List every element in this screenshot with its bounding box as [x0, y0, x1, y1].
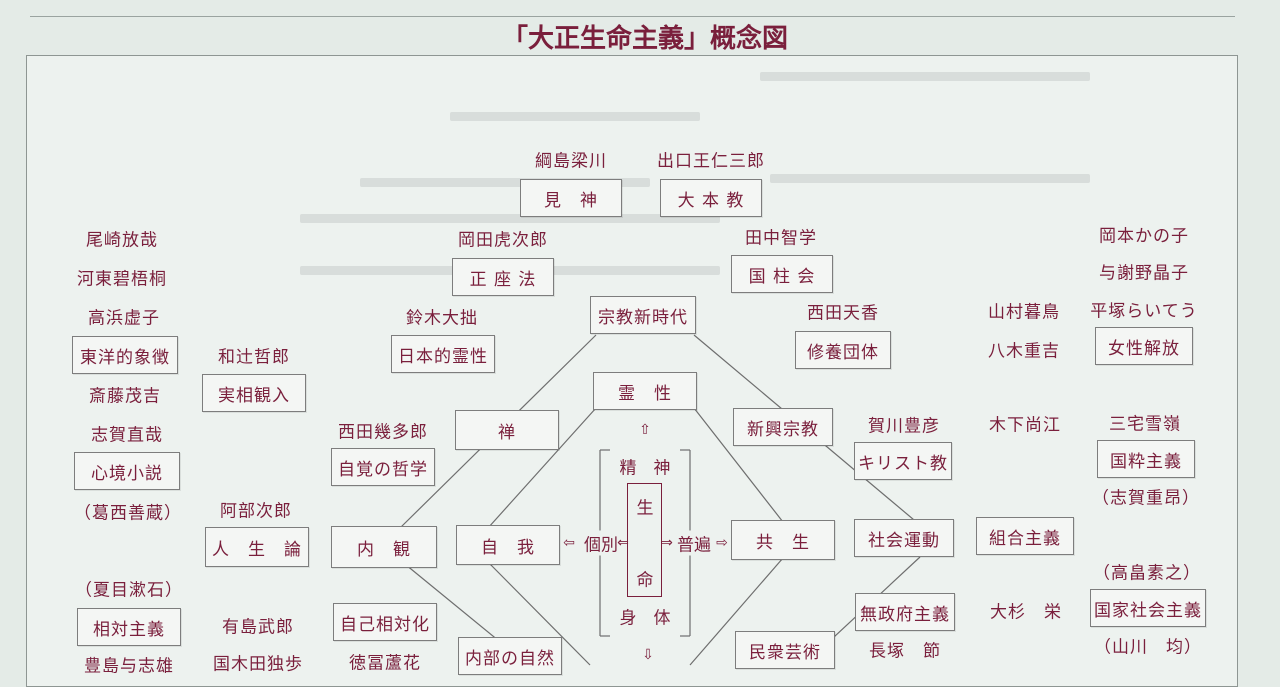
person-tokutomi: 徳冨蘆花 — [349, 653, 421, 674]
center-kobetsu: 個別 — [584, 530, 618, 556]
arrow-left-hollow-icon: ⇦ — [563, 535, 575, 551]
person-nagatsuka: 長塚 節 — [869, 641, 941, 662]
node-shoza: 正 座 法 — [452, 258, 554, 296]
node-jiga: 自 我 — [456, 525, 560, 565]
node-nihonteki-reisei: 日本的霊性 — [391, 335, 495, 373]
node-josei: 女性解放 — [1095, 327, 1193, 365]
node-zen: 禅 — [455, 410, 559, 450]
node-naikan: 内 観 — [331, 526, 437, 568]
arrow-left-icon: ⇐ — [617, 535, 629, 551]
node-jikaku: 自覚の哲学 — [331, 448, 435, 486]
arrow-right-icon: ⇒ — [661, 535, 673, 551]
person-natsume: （夏目漱石） — [75, 580, 183, 601]
person-abe: 阿部次郎 — [220, 501, 292, 522]
person-yamamura: 山村暮鳥 — [988, 302, 1060, 323]
arrow-right-hollow-icon: ⇨ — [716, 535, 728, 551]
center-sei: 生 — [636, 498, 654, 519]
arrow-down-icon: ⇩ — [642, 647, 654, 663]
node-museifu: 無政府主義 — [855, 593, 955, 631]
bleed-through-line — [450, 112, 700, 121]
node-jiko-sotaika: 自己相対化 — [333, 603, 437, 641]
diagram-frame — [26, 55, 1238, 687]
node-kenshin: 見 神 — [520, 179, 622, 217]
node-reisei: 霊 性 — [593, 372, 697, 410]
node-christ: キリスト教 — [854, 442, 952, 480]
bleed-through-line — [300, 214, 720, 223]
line-diamond-bottom-left — [399, 559, 511, 651]
node-kokka-shakai: 国家社会主義 — [1090, 589, 1206, 627]
person-miyake: 三宅雪嶺 — [1109, 414, 1181, 435]
arrow-up-icon: ⇧ — [639, 422, 651, 438]
person-kagawa: 賀川豊彦 — [868, 416, 940, 437]
person-nishida-kitaro: 西田幾多郎 — [338, 422, 428, 443]
diagram-title: 「大正生命主義」概念図 — [501, 24, 788, 54]
bleed-through-line — [360, 178, 650, 187]
person-shiga-naoya: 志賀直哉 — [91, 425, 163, 446]
person-deguchi: 出口王仁三郎 — [657, 151, 765, 172]
node-kokusui: 国粋主義 — [1097, 440, 1195, 478]
person-tanaka: 田中智学 — [745, 228, 817, 249]
node-shinkyo: 心境小説 — [74, 452, 180, 490]
node-toyoteki: 東洋的象徴 — [72, 336, 178, 374]
node-shakai-undo: 社会運動 — [854, 519, 954, 557]
person-takabatake: （高畠素之） — [1093, 563, 1201, 584]
person-yamakawa: （山川 均） — [1094, 637, 1202, 658]
person-hiratsuka: 平塚らいてう — [1090, 301, 1198, 322]
node-jisso: 実相観入 — [202, 374, 306, 412]
person-kinoshita: 木下尚江 — [989, 415, 1061, 436]
person-nishida-tenko: 西田天香 — [807, 303, 879, 324]
person-saito: 斎藤茂吉 — [89, 386, 161, 407]
person-takahama: 高浜虚子 — [88, 308, 160, 329]
person-okamoto: 岡本かの子 — [1099, 226, 1189, 247]
node-naibu-shizen: 内部の自然 — [458, 637, 562, 675]
seimei-box — [627, 483, 662, 597]
person-watsuji: 和辻哲郎 — [218, 347, 290, 368]
node-kumiai: 組合主義 — [976, 517, 1074, 555]
center-shintai: 身 体 — [619, 608, 671, 629]
bleed-through-line — [760, 72, 1090, 81]
node-minshu-geijutsu: 民衆芸術 — [735, 631, 835, 669]
line-inner-bottom-left — [487, 561, 591, 666]
top-rule — [30, 16, 1235, 17]
center-mei: 命 — [636, 570, 654, 591]
bleed-through-line — [770, 174, 1090, 183]
person-ozaki: 尾崎放哉 — [86, 230, 158, 251]
node-shukyo-shinjidai: 宗教新時代 — [590, 296, 696, 334]
center-fuhen: 普遍 — [677, 530, 711, 556]
person-shiga-shigetaka: （志賀重昂） — [1092, 488, 1200, 509]
person-kawahigashi: 河東碧梧桐 — [77, 269, 167, 290]
person-tsunashima: 綱島梁川 — [535, 151, 607, 172]
person-osugi: 大杉 栄 — [990, 602, 1062, 623]
person-arishima: 有島武郎 — [222, 617, 294, 638]
person-kasai: （葛西善蔵） — [74, 503, 182, 524]
person-kunikida: 国木田独歩 — [213, 654, 303, 675]
node-omoto: 大 本 教 — [660, 179, 762, 217]
center-seishin: 精 神 — [619, 458, 671, 479]
person-okada: 岡田虎次郎 — [458, 230, 548, 251]
line-inner-top-right — [693, 407, 784, 523]
line-inner-bottom-right — [689, 557, 784, 666]
line-inner-top-left — [487, 407, 597, 529]
node-shuyo-dantai: 修養団体 — [795, 331, 891, 369]
person-toyoshima: 豊島与志雄 — [84, 656, 174, 677]
node-kokuchu: 国 柱 会 — [731, 255, 833, 293]
person-suzuki: 鈴木大拙 — [406, 308, 478, 329]
node-kyosei: 共 生 — [731, 520, 835, 560]
person-yagi: 八木重吉 — [988, 341, 1060, 362]
person-yosano: 与謝野晶子 — [1099, 263, 1189, 284]
node-sotai: 相対主義 — [77, 608, 181, 646]
node-shinko-shukyo: 新興宗教 — [733, 408, 833, 446]
node-jinsei: 人 生 論 — [205, 527, 309, 567]
